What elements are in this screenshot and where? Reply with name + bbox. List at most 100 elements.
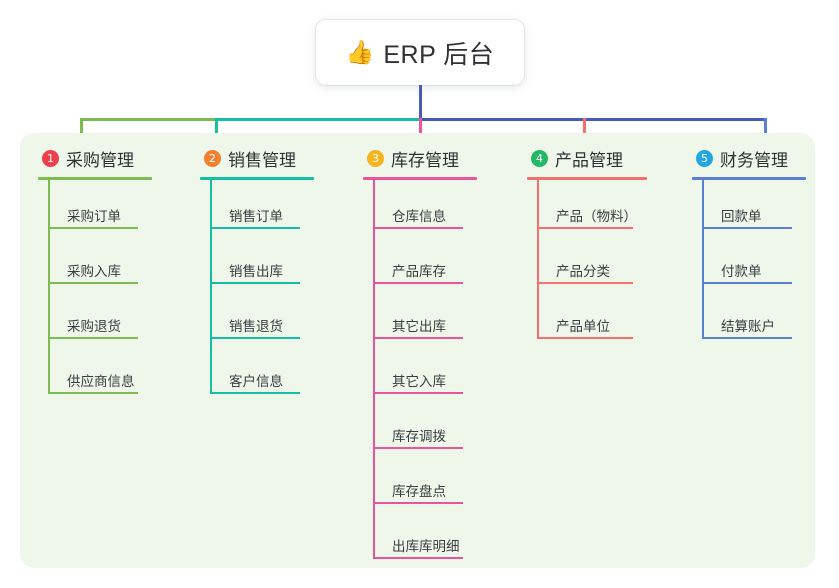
branch-item[interactable]: 销售订单 xyxy=(200,180,328,235)
connector-drop-3 xyxy=(419,118,422,141)
branch-item-list: 销售订单销售出库销售退货客户信息 xyxy=(200,180,328,400)
branch-item-label: 产品分类 xyxy=(556,264,610,279)
branch-number-badge: 1 xyxy=(42,149,59,167)
branches-panel xyxy=(20,133,815,568)
branch-item-list: 仓库信息产品库存其它出库其它入库库存调拨库存盘点出库库明细 xyxy=(363,180,491,565)
branch-underline xyxy=(38,177,152,180)
branch-item-label: 采购入库 xyxy=(67,264,121,279)
branch-item-label: 销售订单 xyxy=(229,209,283,224)
branch-column-采购管理[interactable]: 1 采购管理采购订单采购入库采购退货供应商信息 xyxy=(38,146,166,400)
branch-item[interactable]: 产品库存 xyxy=(363,235,491,290)
root-node-content: 👍 ERP 后台 xyxy=(346,35,495,71)
thumbs-up-icon: 👍 xyxy=(345,39,375,65)
branch-item-underline xyxy=(48,392,138,394)
branch-item-underline xyxy=(702,282,792,284)
branch-item-underline xyxy=(373,447,463,449)
branch-item-underline xyxy=(48,227,138,229)
branch-item[interactable]: 其它出库 xyxy=(363,290,491,345)
branch-title: 产品管理 xyxy=(555,150,623,170)
branch-item-underline xyxy=(210,282,300,284)
branch-item-underline xyxy=(702,227,792,229)
branch-spine xyxy=(373,180,375,559)
branch-item-underline xyxy=(373,392,463,394)
branch-spine xyxy=(702,180,704,339)
branch-item-underline xyxy=(48,282,138,284)
root-node[interactable]: 👍 ERP 后台 xyxy=(316,20,524,85)
branch-item[interactable]: 供应商信息 xyxy=(38,345,166,400)
connector-root-stem xyxy=(419,85,422,121)
branch-item-label: 采购订单 xyxy=(67,209,121,224)
branch-number-badge: 2 xyxy=(204,149,221,167)
branch-item[interactable]: 销售退货 xyxy=(200,290,328,345)
branch-item[interactable]: 结算账户 xyxy=(692,290,820,345)
branch-item-underline xyxy=(373,557,463,559)
branch-header[interactable]: 1 采购管理 xyxy=(38,146,166,170)
branch-underline xyxy=(363,177,477,180)
branch-item-underline xyxy=(702,337,792,339)
branch-header[interactable]: 5 财务管理 xyxy=(692,146,820,170)
branch-item[interactable]: 产品单位 xyxy=(527,290,661,345)
branch-item-underline xyxy=(537,227,633,229)
branch-item-label: 销售出库 xyxy=(229,264,283,279)
branch-item-label: 销售退货 xyxy=(229,319,283,334)
connector-drop-2 xyxy=(215,118,218,141)
branch-item[interactable]: 采购退货 xyxy=(38,290,166,345)
branch-item-underline xyxy=(373,502,463,504)
branch-underline xyxy=(527,177,647,180)
branch-item-label: 付款单 xyxy=(721,264,762,279)
branch-item-list: 产品（物料） 产品分类产品单位 xyxy=(527,180,661,345)
branch-title: 销售管理 xyxy=(228,150,296,170)
branch-item[interactable]: 产品分类 xyxy=(527,235,661,290)
branch-item[interactable]: 客户信息 xyxy=(200,345,328,400)
branch-item-label: 产品单位 xyxy=(556,319,610,334)
branch-title: 采购管理 xyxy=(66,150,134,170)
branch-column-销售管理[interactable]: 2 销售管理销售订单销售出库销售退货客户信息 xyxy=(200,146,328,400)
branch-header[interactable]: 3 库存管理 xyxy=(363,146,491,170)
branch-item[interactable]: 仓库信息 xyxy=(363,180,491,235)
connector-bus-green xyxy=(80,118,217,121)
branch-title: 财务管理 xyxy=(720,150,788,170)
branch-item-underline xyxy=(373,282,463,284)
branch-column-库存管理[interactable]: 3 库存管理仓库信息产品库存其它出库其它入库库存调拨库存盘点出库库明细 xyxy=(363,146,491,565)
branch-item-label: 库存调拨 xyxy=(392,429,446,444)
branch-item[interactable]: 其它入库 xyxy=(363,345,491,400)
branch-underline xyxy=(692,177,806,180)
branch-item[interactable]: 库存盘点 xyxy=(363,455,491,510)
branch-item[interactable]: 销售出库 xyxy=(200,235,328,290)
branch-item[interactable]: 采购入库 xyxy=(38,235,166,290)
branch-item[interactable]: 库存调拨 xyxy=(363,400,491,455)
branch-item-label: 产品库存 xyxy=(392,264,446,279)
branch-item-underline xyxy=(373,337,463,339)
branch-item-underline xyxy=(537,282,633,284)
connector-drop-5 xyxy=(764,118,767,141)
branch-title: 库存管理 xyxy=(391,150,459,170)
branch-item[interactable]: 出库库明细 xyxy=(363,510,491,565)
branch-item-label: 仓库信息 xyxy=(392,209,446,224)
connector-drop-1 xyxy=(80,118,83,141)
branch-item[interactable]: 付款单 xyxy=(692,235,820,290)
branch-item[interactable]: 回款单 xyxy=(692,180,820,235)
connector-drop-4 xyxy=(583,118,586,141)
branch-item-label: 供应商信息 xyxy=(67,374,135,389)
branch-item-underline xyxy=(210,227,300,229)
branch-item-label: 采购退货 xyxy=(67,319,121,334)
branch-item-label: 产品（物料） xyxy=(556,209,637,224)
branch-item[interactable]: 产品（物料） xyxy=(527,180,661,235)
branch-number-badge: 5 xyxy=(696,149,713,167)
branch-item-label: 其它出库 xyxy=(392,319,446,334)
branch-item[interactable]: 采购订单 xyxy=(38,180,166,235)
branch-column-财务管理[interactable]: 5 财务管理回款单付款单结算账户 xyxy=(692,146,820,345)
branch-item-underline xyxy=(48,337,138,339)
connector-bus-teal xyxy=(215,118,421,121)
branch-item-label: 结算账户 xyxy=(721,319,775,334)
connector-bus-blue xyxy=(419,118,767,121)
branch-number-badge: 3 xyxy=(367,149,384,167)
branch-header[interactable]: 2 销售管理 xyxy=(200,146,328,170)
branch-item-label: 出库库明细 xyxy=(392,539,460,554)
branch-spine xyxy=(210,180,212,394)
branch-item-underline xyxy=(537,337,633,339)
branch-item-label: 客户信息 xyxy=(229,374,283,389)
